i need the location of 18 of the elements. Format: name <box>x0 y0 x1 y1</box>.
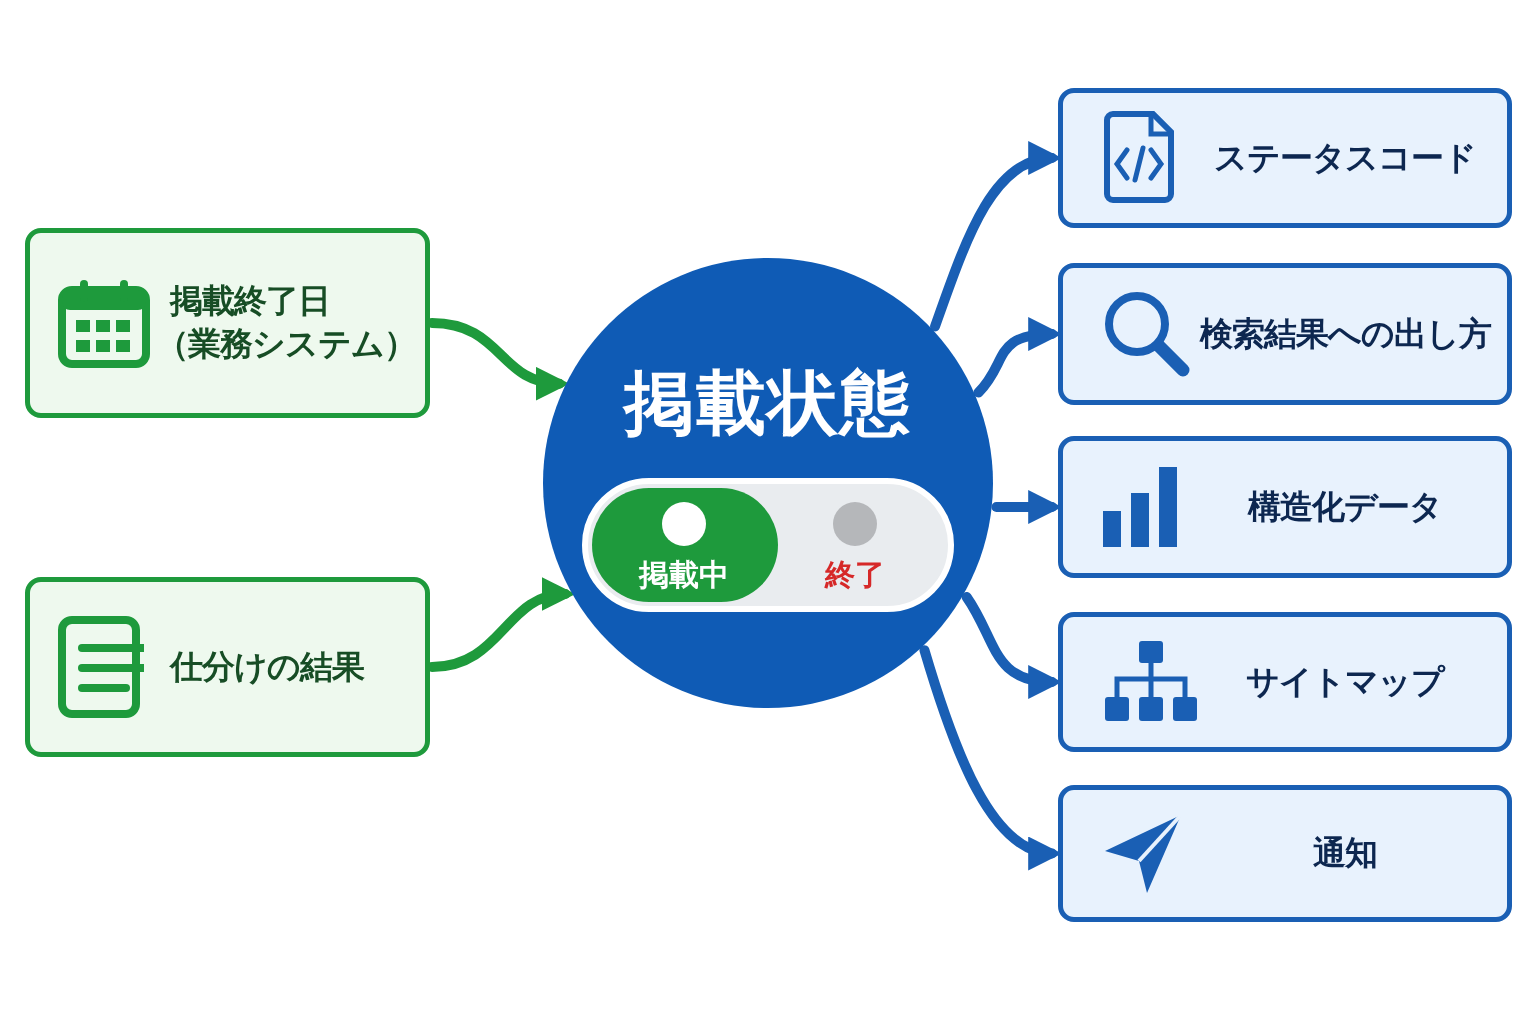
status-title: 掲載状態 <box>624 361 912 446</box>
output-box <box>1058 263 1512 405</box>
output-box <box>1058 436 1512 578</box>
input-box <box>25 228 430 418</box>
box-label: 検索結果への出し方 <box>1198 312 1492 355</box>
output-box <box>1058 88 1512 228</box>
box-label: ステータスコード <box>1213 136 1477 179</box>
box-label: サイトマップ <box>1245 660 1447 703</box>
toggle-label: 終了 <box>825 556 885 594</box>
input-box <box>25 577 430 757</box>
box-label: 構造化データ <box>1246 485 1443 528</box>
toggle-label: 掲載中 <box>639 556 729 594</box>
output-box <box>1058 612 1512 752</box>
box-label: （業務システム） <box>156 323 415 365</box>
output-box <box>1058 785 1512 922</box>
box-label: 仕分けの結果 <box>170 645 366 688</box>
box-label: 通知 <box>1312 832 1378 875</box>
box-label: 掲載終了日 <box>170 280 331 323</box>
